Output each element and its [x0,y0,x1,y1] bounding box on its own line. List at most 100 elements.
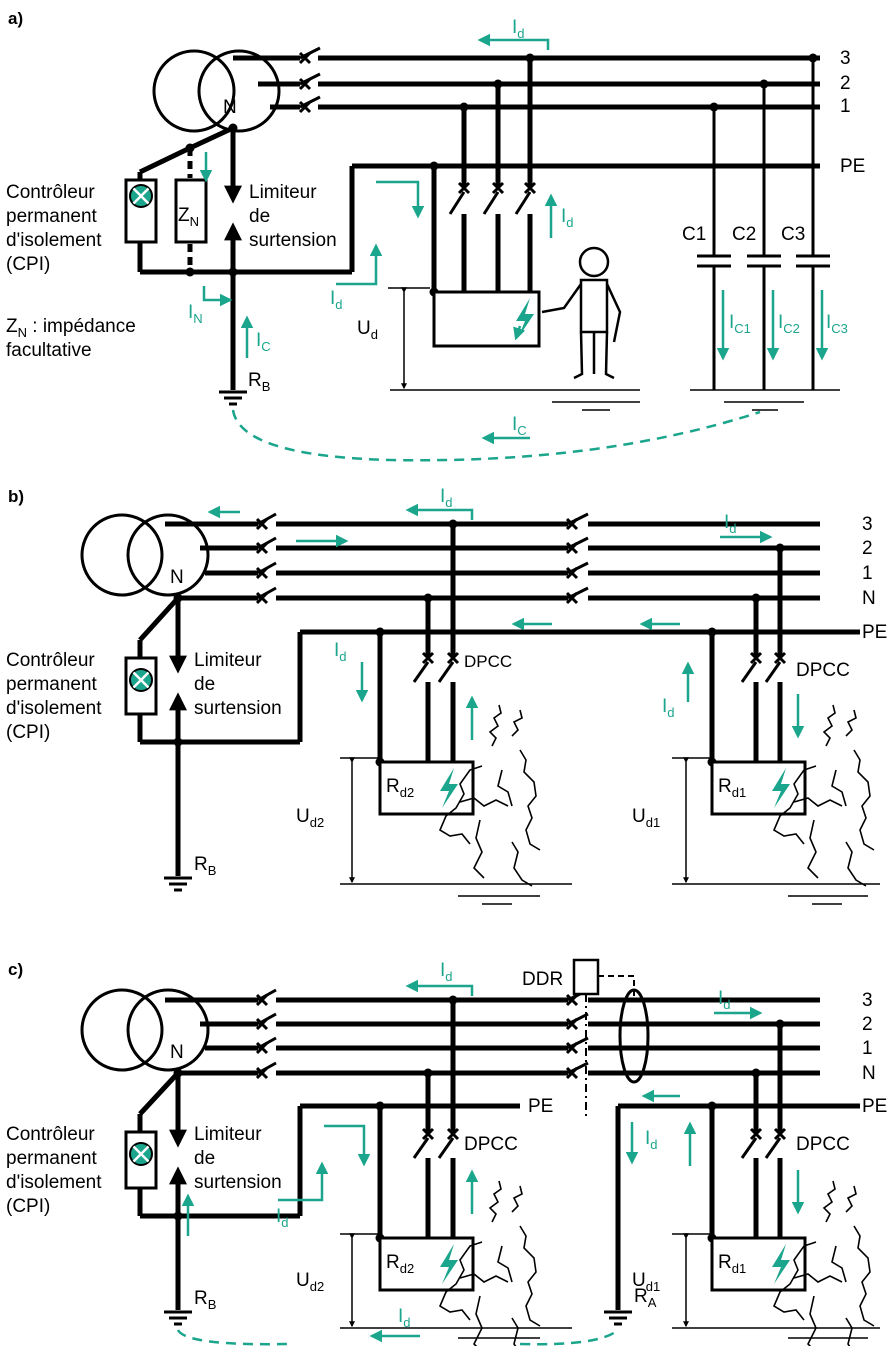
cpi-lamp-icon [128,183,154,209]
earth-ground-icon [162,1310,194,1326]
capacitor-icon [697,53,830,390]
cpi-label-line-4: (CPI) [6,254,50,275]
limiteur-label-b-1: Limiteur [194,650,262,671]
panel-a: a) N 3 2 1 PE [6,9,865,462]
transformer-icon [152,49,281,133]
earth-ground-icon [217,390,249,406]
cpi-label-c-4: (CPI) [6,1196,50,1217]
surge-limiter-icon [169,648,187,720]
ud2-label: Ud2 [296,806,324,830]
zn-note: ZN : impédance [6,316,136,340]
cpi-label-line-3: d'isolement [6,230,102,251]
rb-label: RB [248,370,270,394]
rd2-label: Rd2 [386,776,414,800]
phase-2-label: 2 [840,73,851,94]
cpi-label-c-1: Contrôleur [6,1124,95,1145]
panel-b: b) N [6,486,887,905]
zn-note-line-2: facultative [6,340,92,361]
panel-c-label: c) [8,960,23,979]
person-icon [540,246,622,380]
cpi-label-c-2: permanent [6,1148,98,1169]
id-label-b-left: Id [334,640,347,664]
phase-1-label: 1 [840,96,851,117]
c2-label: C2 [732,224,756,245]
dpcc-label-c-right: DPCC [796,1134,850,1155]
surge-limiter-icon [224,178,242,250]
in-label: IN [188,302,203,326]
ic1-label: IC1 [729,312,751,336]
cpi-label-line-2: permanent [6,206,98,227]
ud2-label-c: Ud2 [296,1270,324,1294]
id-label-c-left: Id [276,1206,289,1230]
phase-3-label-b: 3 [862,514,873,535]
id-label-a-left: Id [330,288,343,312]
limiteur-label-line-2: de [249,206,270,227]
pe-label-c-right: PE [862,1096,887,1117]
id-label-b-top: Id [440,486,453,510]
rb-label-c: RB [194,1288,216,1312]
id-label-b-mid: Id [662,696,675,720]
rd1-label-c: Rd1 [718,1252,746,1276]
pe-label: PE [840,156,865,177]
phase-3-label: 3 [840,48,851,69]
phase-3-label-c: 3 [862,990,873,1011]
cpi-label-b-2: permanent [6,674,98,695]
phase-2-label-b: 2 [862,538,873,559]
ud1-label: Ud1 [632,806,660,830]
ic-label: IC [256,330,271,354]
pe-label-b: PE [862,622,887,643]
transformer-icon [80,513,210,597]
id-label-c-mid: Id [645,1128,658,1152]
id-label-a-right: Id [561,206,574,230]
neutral-label-b: N [862,588,876,609]
id-label-b-right: Id [724,512,737,536]
rd2-label-c: Rd2 [386,1252,414,1276]
limiteur-label-b-2: de [194,674,215,695]
limiteur-label-c-3: surtension [194,1172,282,1193]
dpcc-label-b-right: DPCC [796,660,850,681]
neutral-point-label: N [223,97,237,118]
earth-ground-icon [162,876,194,892]
phase-1-label-b: 1 [862,563,873,584]
ic2-label: IC2 [778,312,800,336]
c3-label: C3 [781,224,805,245]
limiteur-label-c-2: de [194,1148,215,1169]
surge-limiter-icon [169,1122,187,1194]
id-label-a-top: Id [512,17,525,41]
ra-label: RA [634,1286,657,1310]
limiteur-label-b-3: surtension [194,698,282,719]
dpcc-label-b-left: DPCC [464,652,512,671]
ud1-label-c: Ud1 [632,1270,660,1294]
id-label-c-top: Id [440,960,453,984]
cpi-lamp-icon [128,1141,154,1167]
phase-2-label-c: 2 [862,1014,873,1035]
zn-box-label: ZN [178,205,199,229]
neutral-label-c: N [862,1063,876,1084]
pe-label-c-left: PE [528,1096,553,1117]
limiteur-label-line-3: surtension [249,230,337,251]
ddr-label: DDR [522,969,563,990]
cpi-lamp-icon [128,667,154,693]
id-label-c-right: Id [718,988,731,1012]
cpi-label-b-4: (CPI) [6,722,50,743]
transformer-icon [80,988,210,1072]
rd1-label: Rd1 [718,776,746,800]
panel-b-label: b) [8,487,24,506]
limiteur-label-line-1: Limiteur [249,182,317,203]
phase-bus [233,46,820,114]
neutral-point-label-c: N [170,1042,184,1063]
cpi-label-b-3: d'isolement [6,698,102,719]
cpi-label-b-1: Contrôleur [6,650,95,671]
id-return-label-c: Id [398,1306,411,1330]
ic3-label: IC3 [826,312,848,336]
rb-label-b: RB [194,854,216,878]
dpcc-label-c-left: DPCC [464,1134,518,1155]
panel-c: c) N [6,958,887,1346]
panel-a-label: a) [8,9,23,28]
cpi-label-line-1: Contrôleur [6,182,95,203]
neutral-point-label-b: N [170,567,184,588]
ud-label: Ud [357,318,378,342]
c1-label: C1 [682,224,706,245]
cpi-label-c-3: d'isolement [6,1172,102,1193]
